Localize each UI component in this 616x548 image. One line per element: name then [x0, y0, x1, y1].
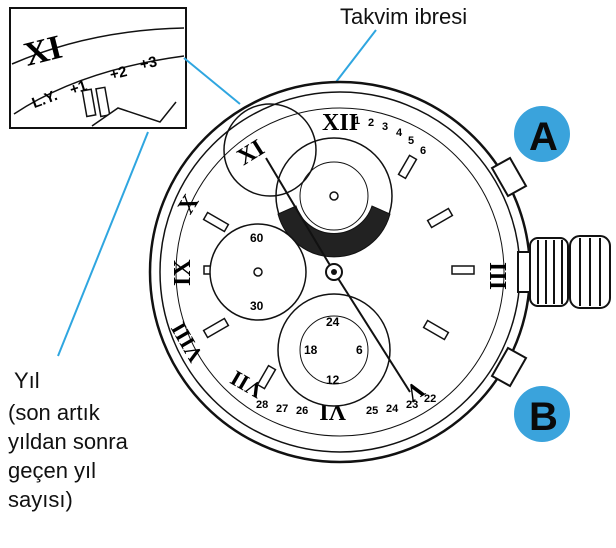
- bottom-subdial-inner: [299, 315, 369, 385]
- year-note-line-1: (son artık: [8, 400, 100, 425]
- date-28: 28: [256, 399, 268, 411]
- numeral-iii: III: [484, 262, 510, 290]
- badge-a: A: [514, 106, 570, 162]
- inset-numeral-xi: XI: [20, 29, 66, 74]
- year-note-line-3: geçen yıl: [8, 458, 97, 483]
- pusher-b: [490, 346, 528, 388]
- pusher-a: [490, 156, 528, 198]
- inset-pointer: [91, 101, 177, 127]
- date-2: 2: [368, 117, 374, 129]
- date-5: 5: [408, 135, 414, 147]
- year-note-line-2: yıldan sonra: [8, 429, 128, 454]
- calendar-subdial-pivot: [329, 191, 339, 201]
- bottom-subdial-18: 18: [304, 343, 318, 357]
- date-6: 6: [420, 145, 426, 157]
- badge-b-circle: [514, 386, 570, 442]
- year-note: (son artık yıldan sonra geçen yıl sayısı…: [8, 398, 128, 514]
- year-note-line-4: sayısı): [8, 487, 73, 512]
- date-22: 22: [424, 393, 436, 405]
- crown: [517, 235, 611, 309]
- numeral-xii: XII: [322, 110, 358, 136]
- date-3: 3: [382, 121, 388, 133]
- inset-ring-inner: [13, 55, 185, 115]
- calendar-window-arc: [277, 205, 391, 258]
- center-hand: [333, 271, 411, 393]
- left-subdial-60: 60: [250, 231, 264, 245]
- calendar-subdial: [275, 137, 393, 258]
- date-1: 1: [354, 115, 360, 127]
- leader-inset-to-dial: [183, 57, 241, 105]
- inset-ring-outer: [11, 27, 185, 65]
- year-label: Yıl: [14, 368, 40, 393]
- center-pivot-inner: [331, 269, 337, 275]
- inset-scale-plus3: +3: [138, 53, 158, 73]
- calendar-hand: [265, 157, 335, 273]
- inset-hand-tip: [81, 86, 111, 118]
- calendar-hand-label: Takvim ibresi: [340, 4, 468, 29]
- hands: [265, 157, 411, 393]
- left-subdial-30: 30: [250, 299, 264, 313]
- magnifier-circle: [223, 103, 317, 197]
- date-4: 4: [396, 127, 403, 139]
- badge-b-label: B: [529, 395, 558, 439]
- badge-a-label: A: [529, 115, 558, 159]
- inset-magnifier: XI L.Y. +1 +2 +3: [9, 7, 187, 129]
- badge-a-circle: [514, 106, 570, 162]
- date-26: 26: [296, 405, 308, 417]
- badge-b: B: [514, 386, 570, 442]
- left-subdial-pivot: [253, 267, 263, 277]
- date-25: 25: [366, 405, 378, 417]
- bottom-subdial-24: 24: [326, 315, 340, 329]
- date-27: 27: [276, 403, 288, 415]
- bottom-subdial: 24 18 6 12: [277, 293, 391, 407]
- date-24: 24: [386, 403, 399, 415]
- leader-year: [57, 131, 149, 357]
- numeral-ix: IX: [170, 259, 196, 286]
- left-subdial: 60 30: [209, 223, 307, 321]
- date-23: 23: [406, 399, 418, 411]
- bottom-subdial-12: 12: [326, 373, 340, 387]
- date-ring: 1 2 3 4 5 6 28 27 26 25 24 23 22: [256, 115, 436, 417]
- inset-scale-plus2: +2: [108, 63, 129, 84]
- bottom-subdial-6: 6: [356, 343, 363, 357]
